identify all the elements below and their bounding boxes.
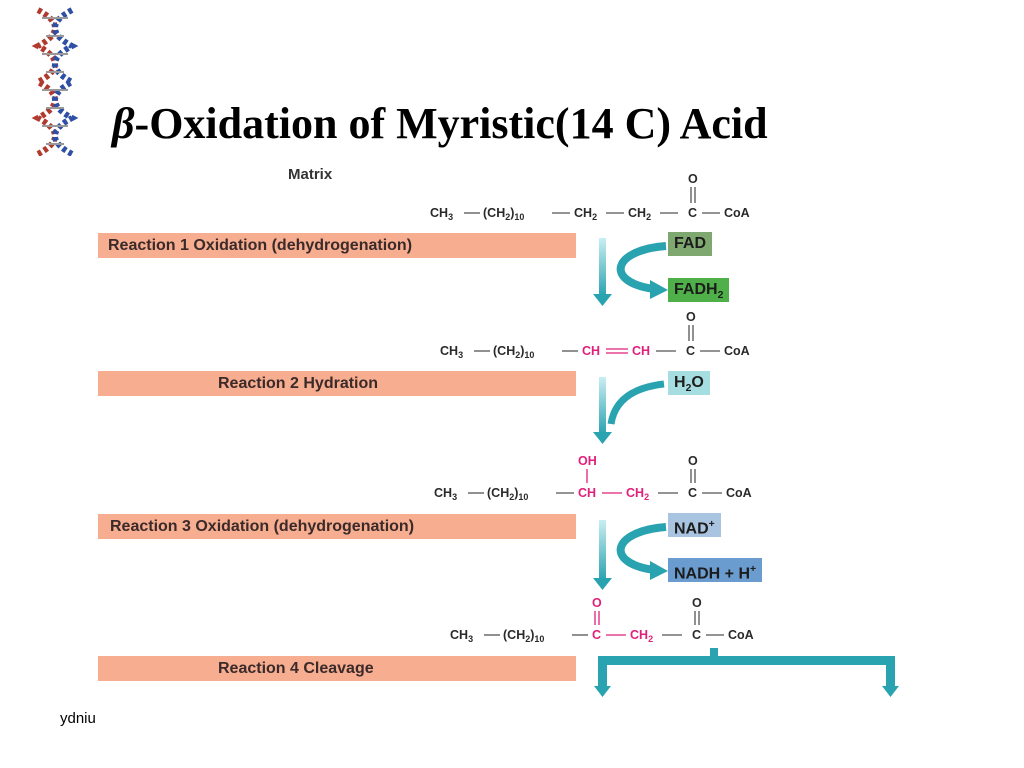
mol2-coa: CoA	[724, 344, 750, 358]
mol2-ch3: CH3	[440, 344, 463, 360]
mol3-c3: CH2	[626, 486, 649, 502]
curved-arrow-fad-head	[650, 280, 668, 299]
molecule-3: CH3 (CH2)10 OH CH CH2 O C CoA	[434, 454, 752, 502]
down-arrow-1	[593, 238, 612, 306]
nad-box: NAD+	[668, 513, 721, 537]
mol1-coa: CoA	[724, 206, 750, 220]
nadh-label: NADH + H	[674, 565, 751, 583]
mol3-carbonyl-c: C	[688, 486, 697, 500]
mol3-ch3: CH3	[434, 486, 457, 502]
reaction-3-bar: Reaction 3 Oxidation (dehydrogenation)	[98, 514, 576, 539]
mol3-chain: (CH2)10	[487, 486, 528, 502]
mol1-chain: (CH2)10	[483, 206, 524, 222]
mol3-c4: CH	[578, 486, 596, 500]
reaction-1-label: Reaction 1 Oxidation (dehydrogenation)	[108, 237, 413, 254]
mol1-c4: CH2	[574, 206, 597, 222]
beta-symbol: β	[112, 99, 135, 148]
slide-title: β-Oxidation of Myristic(14 C) Acid	[112, 98, 768, 149]
curved-arrow-water	[607, 380, 665, 425]
mol1-ch3: CH3	[430, 206, 453, 222]
down-arrow-2	[593, 377, 612, 444]
mol4-carbonyl-o: O	[692, 596, 702, 610]
mol2-chain: (CH2)10	[493, 344, 534, 360]
water-h: H	[674, 374, 686, 391]
mol1-carbonyl-c: C	[688, 206, 697, 220]
water-o: O	[691, 374, 704, 391]
mol4-c4: C	[592, 628, 601, 642]
water-subscript: 2	[685, 383, 692, 395]
curved-arrow-nad	[616, 523, 667, 574]
mol3-hydroxyl: OH	[578, 454, 597, 468]
reaction-1-bar: Reaction 1 Oxidation (dehydrogenation)	[98, 233, 576, 258]
mol2-c3: CH	[632, 344, 650, 358]
fadh2-box: FADH2	[668, 278, 730, 302]
water-box: H2O	[668, 371, 710, 395]
mol2-carbonyl-c: C	[686, 344, 695, 358]
footer-author: ydniu	[60, 710, 96, 727]
curved-arrow-fad	[616, 242, 667, 293]
nadh-box: NADH + H+	[668, 558, 763, 583]
reaction-2-bar: Reaction 2 Hydration	[98, 371, 576, 396]
mol1-c3: CH2	[628, 206, 651, 222]
mol3-coa: CoA	[726, 486, 752, 500]
reaction-4-label: Reaction 4 Cleavage	[218, 660, 374, 677]
slide-title-text: -Oxidation of Myristic(14 C) Acid	[134, 99, 768, 148]
nad-superscript: +	[708, 519, 715, 530]
fad-box: FAD	[668, 232, 712, 256]
mol4-coa: CoA	[728, 628, 754, 642]
nad-label: NAD	[674, 520, 709, 538]
down-arrow-3	[593, 520, 612, 590]
mol4-ch3: CH3	[450, 628, 473, 644]
fadh2-subscript: 2	[717, 290, 724, 302]
reaction-3-label: Reaction 3 Oxidation (dehydrogenation)	[110, 518, 415, 535]
mol4-carbonyl-c: C	[692, 628, 701, 642]
nadh-superscript: +	[750, 564, 757, 575]
compartment-label: Matrix	[288, 166, 333, 183]
dna-helix-logo	[31, 7, 79, 156]
reaction-4-bar: Reaction 4 Cleavage	[98, 656, 576, 681]
reaction-2-label: Reaction 2 Hydration	[218, 375, 379, 392]
molecule-4: CH3 (CH2)10 O C CH2 O C CoA	[450, 596, 754, 644]
fadh2-label: FADH	[674, 281, 718, 298]
molecule-1: CH3 (CH2)10 CH2 CH2 O C CoA	[430, 172, 750, 222]
mol2-carbonyl-o: O	[686, 310, 696, 324]
cleavage-arrow	[594, 648, 899, 697]
mol1-carbonyl-o: O	[688, 172, 698, 186]
mol3-carbonyl-o: O	[688, 454, 698, 468]
curved-arrow-nad-head	[650, 561, 668, 580]
molecule-2: CH3 (CH2)10 CH CH O C CoA	[440, 310, 750, 360]
mol4-keto-o: O	[592, 596, 602, 610]
fad-label: FAD	[674, 235, 706, 252]
mol4-c3: CH2	[630, 628, 653, 644]
mol2-c4: CH	[582, 344, 600, 358]
mol4-chain: (CH2)10	[503, 628, 544, 644]
